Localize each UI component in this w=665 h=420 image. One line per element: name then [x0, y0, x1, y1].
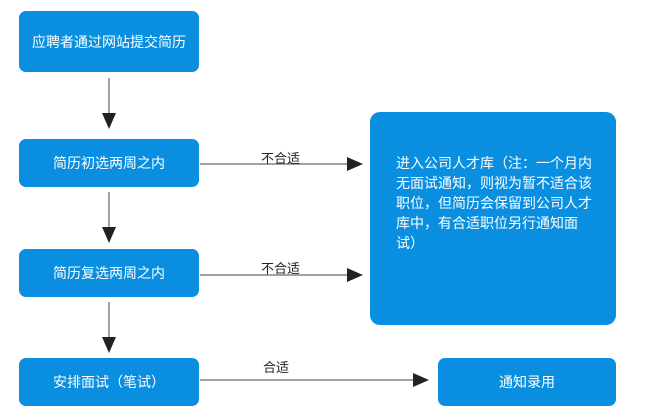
node-apply: 应聘者通过网站提交简历 — [19, 11, 199, 72]
node-interview: 安排面试（笔试） — [19, 358, 199, 406]
node-talent-pool: 进入公司人才库（注：一个月内无面试通知，则视为暂不适合该职位，但简历会保留到公司… — [370, 112, 616, 325]
edge-label-suitable: 合适 — [263, 361, 290, 376]
node-second-screening: 简历复选两周之内 — [19, 249, 199, 297]
node-hire: 通知录用 — [438, 358, 616, 406]
edge-label-unsuitable-1: 不合适 — [261, 152, 301, 167]
node-first-screening: 简历初选两周之内 — [19, 139, 199, 187]
edge-label-unsuitable-2: 不合适 — [261, 262, 301, 277]
